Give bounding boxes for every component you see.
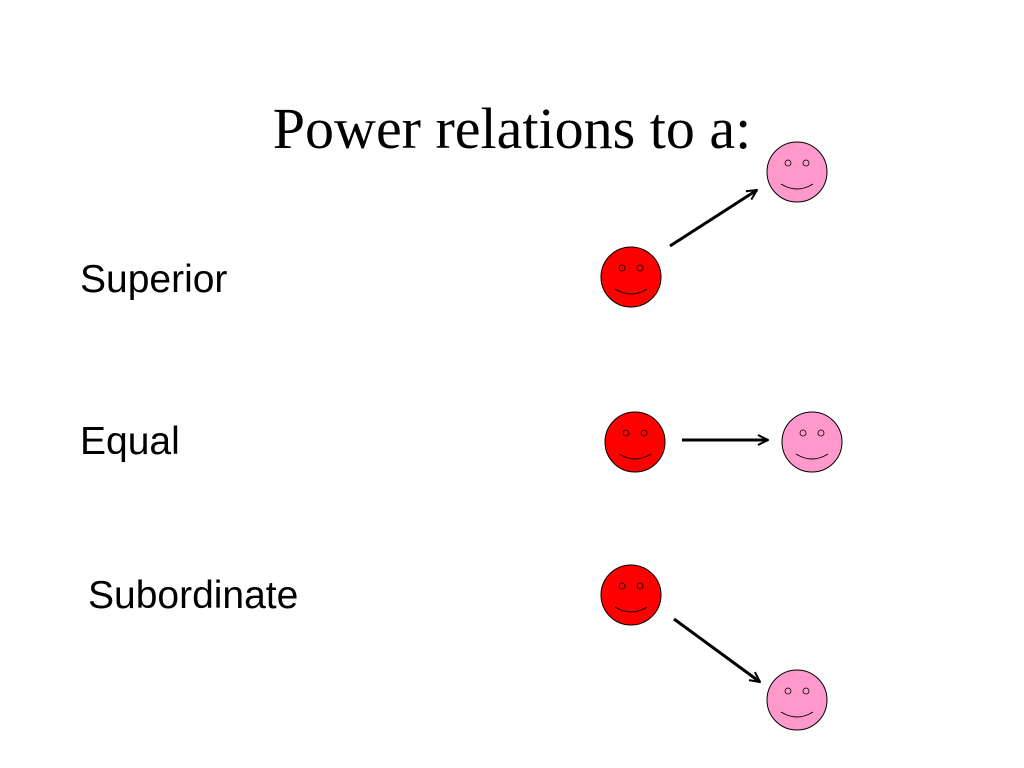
subordinate-self-icon bbox=[600, 564, 662, 626]
superior-arrow-icon bbox=[669, 188, 757, 248]
superior-self-icon bbox=[600, 246, 662, 308]
equal-other-icon bbox=[781, 411, 843, 473]
label-subordinate: Subordinate bbox=[88, 574, 299, 617]
label-equal: Equal bbox=[80, 420, 180, 463]
superior-other-icon bbox=[766, 141, 828, 203]
subordinate-arrow-icon bbox=[673, 617, 760, 682]
subordinate-other-icon bbox=[766, 669, 828, 731]
slide-title: Power relations to a: bbox=[272, 96, 752, 161]
label-superior: Superior bbox=[80, 258, 228, 301]
equal-self-icon bbox=[604, 411, 666, 473]
